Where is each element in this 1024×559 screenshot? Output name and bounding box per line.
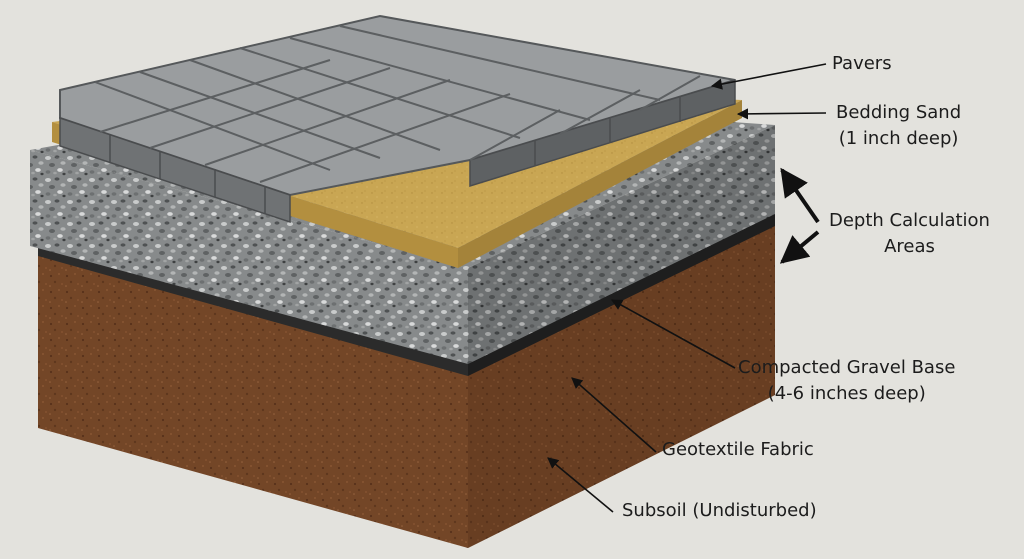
pavers-arrow: [712, 64, 826, 86]
label-pavers: Pavers: [832, 51, 892, 77]
label-pavers-line1: Pavers: [832, 51, 892, 77]
label-bedding-sand-line1: Bedding Sand: [836, 100, 961, 126]
label-depth-calculation-line1: Depth Calculation: [829, 208, 990, 234]
label-gravel-base-line1: Compacted Gravel Base: [738, 355, 955, 381]
label-geotextile-line1: Geotextile Fabric: [662, 437, 814, 463]
label-bedding-sand: Bedding Sand (1 inch deep): [836, 100, 961, 152]
label-gravel-base-line2: (4-6 inches deep): [738, 381, 955, 407]
label-subsoil: Subsoil (Undisturbed): [622, 498, 817, 524]
bedding-sand-arrow: [738, 113, 826, 114]
label-gravel-base: Compacted Gravel Base (4-6 inches deep): [738, 355, 955, 407]
label-depth-calculation: Depth Calculation Areas: [829, 208, 990, 260]
label-depth-calculation-line2: Areas: [829, 234, 990, 260]
label-geotextile: Geotextile Fabric: [662, 437, 814, 463]
label-subsoil-line1: Subsoil (Undisturbed): [622, 498, 817, 524]
label-bedding-sand-line2: (1 inch deep): [836, 126, 961, 152]
depth-calculation-arrows: [782, 170, 818, 262]
